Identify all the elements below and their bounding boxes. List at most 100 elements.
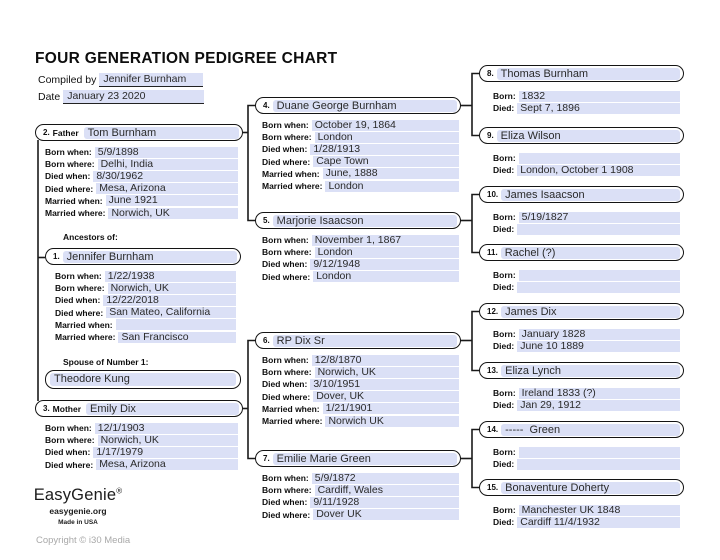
person-number: 3. [43, 404, 50, 413]
field-value-input[interactable]: 1/28/1913 [310, 143, 459, 155]
field-value-input[interactable]: 8/30/1962 [93, 170, 238, 182]
field-label: Born where: [55, 283, 105, 294]
person-name-input[interactable]: Emily Dix [86, 402, 239, 415]
field-value-input[interactable]: Mesa, Arizona [96, 183, 238, 195]
field-value-input[interactable] [517, 281, 680, 293]
date-label: Date [38, 91, 61, 103]
field-value-input[interactable] [115, 319, 236, 331]
field-value-input[interactable]: June, 1888 [322, 168, 459, 180]
field-value-input[interactable]: Norwich, UK [108, 207, 238, 219]
person-number: 6. [263, 336, 270, 345]
field-value-input[interactable]: Mesa, Arizona [96, 459, 238, 471]
spouse-name-input[interactable]: Theodore Kung [50, 373, 236, 386]
person-name-input[interactable]: RP Dix Sr [272, 334, 457, 347]
field-value-input[interactable]: 3/10/1951 [310, 378, 459, 390]
field-row: Born:5/19/1827 [493, 211, 680, 223]
field-value-input[interactable]: Delhi, India [97, 158, 238, 170]
field-value-input[interactable]: 12/22/2018 [103, 294, 236, 306]
field-value-input[interactable]: Cape Town [313, 156, 459, 168]
field-row: Born where:Delhi, India [45, 158, 238, 170]
field-value-input[interactable]: June 10 1889 [517, 340, 680, 352]
field-value-input[interactable] [518, 269, 680, 281]
field-value-input[interactable]: 12/1/1903 [94, 422, 238, 434]
person-name-input[interactable]: James Isaacson [501, 188, 680, 201]
field-value-input[interactable]: 1/22/1938 [104, 270, 236, 282]
field-value-input[interactable]: 9/11/1928 [310, 496, 459, 508]
person-name-input[interactable]: ----- Green [501, 423, 680, 436]
field-value-input[interactable]: 5/19/1827 [518, 211, 680, 223]
field-row: Married where:London [262, 180, 459, 192]
field-label: Born where: [262, 132, 312, 143]
field-value-input[interactable]: Dover, UK [313, 391, 459, 403]
field-row: Born: [493, 446, 680, 458]
field-label: Married when: [55, 319, 113, 330]
field-value-input[interactable]: Norwich, UK [107, 282, 236, 294]
field-value-input[interactable]: London [314, 246, 459, 258]
field-row: Born where:London [262, 246, 459, 258]
field-row: Born: [493, 269, 680, 281]
person-name-input[interactable]: Bonaventure Doherty [501, 481, 680, 494]
person-title-bar: 5. Marjorie Isaacson [255, 212, 461, 229]
person-title-bar: 4. Duane George Burnham [255, 97, 461, 114]
field-label: Died when: [55, 295, 101, 306]
field-value-input[interactable]: 1/21/1901 [322, 403, 459, 415]
person-title-bar: 3. Mother Emily Dix [35, 400, 243, 417]
field-value-input[interactable]: 5/9/1898 [94, 146, 238, 158]
field-value-input[interactable] [518, 152, 680, 164]
field-value-input[interactable]: June 1921 [105, 195, 238, 207]
person-name-input[interactable]: Tom Burnham [83, 126, 239, 139]
field-value-input[interactable]: Cardiff 11/4/1932 [517, 516, 680, 528]
field-value-input[interactable]: January 1828 [518, 328, 680, 340]
field-value-input[interactable]: 12/8/1870 [311, 354, 459, 366]
person-title-bar: 7. Emilie Marie Green [255, 450, 461, 467]
field-value-input[interactable]: Dover UK [313, 509, 459, 521]
field-value-input[interactable]: London [313, 271, 459, 283]
field-label: Died: [493, 282, 515, 293]
field-value-input[interactable]: Manchester UK 1848 [518, 504, 680, 516]
field-value-input[interactable]: London [314, 131, 459, 143]
person-name-input[interactable]: Jennifer Burnham [62, 250, 237, 263]
person-title-bar: 14. ----- Green [479, 421, 684, 438]
field-value-input[interactable]: 1832 [518, 90, 680, 102]
date-input[interactable]: January 23 2020 [63, 90, 205, 104]
field-value-input[interactable]: Jan 29, 1912 [517, 399, 680, 411]
field-value-input[interactable]: Sept 7, 1896 [517, 102, 680, 114]
field-row: Born where:Norwich, UK [45, 434, 238, 446]
field-value-input[interactable]: London, October 1 1908 [517, 164, 680, 176]
easygenie-website: easygenie.org [49, 506, 107, 516]
person-name-input[interactable]: Marjorie Isaacson [272, 214, 457, 227]
person-name-input[interactable]: Duane George Burnham [272, 99, 457, 112]
field-value-input[interactable]: Norwich UK [325, 415, 459, 427]
field-value-input[interactable] [517, 223, 680, 235]
field-value-input[interactable]: 1/17/1979 [93, 446, 238, 458]
person-name-input[interactable]: Rachel (?) [500, 246, 680, 259]
person-name-input[interactable]: Emilie Marie Green [272, 452, 457, 465]
person-name-input[interactable]: Eliza Wilson [496, 129, 680, 142]
person-name-input[interactable]: Thomas Burnham [496, 67, 680, 80]
field-value-input[interactable] [518, 446, 680, 458]
field-value-input[interactable]: San Mateo, California [106, 307, 236, 319]
field-value-input[interactable]: Norwich, UK [314, 366, 459, 378]
field-value-input[interactable]: Ireland 1833 (?) [518, 387, 680, 399]
person-number: 10. [487, 190, 499, 199]
field-value-input[interactable]: Norwich, UK [97, 434, 238, 446]
field-label: Married where: [45, 208, 106, 219]
field-value-input[interactable] [517, 458, 680, 470]
field-label: Born: [493, 153, 516, 164]
person-title-bar: 2. Father Tom Burnham [35, 124, 243, 141]
person-name-input[interactable]: James Dix [501, 305, 680, 318]
field-value-input[interactable]: 9/12/1948 [310, 258, 459, 270]
person-role-label: Father [52, 127, 79, 138]
field-value-input[interactable]: London [325, 180, 459, 192]
field-value-input[interactable]: Cardiff, Wales [314, 484, 459, 496]
person-name-input[interactable]: Eliza Lynch [501, 364, 680, 377]
field-value-input[interactable]: October 19, 1864 [311, 119, 459, 131]
compiled-by-input[interactable]: Jennifer Burnham [99, 73, 204, 87]
field-value-input[interactable]: 5/9/1872 [311, 472, 459, 484]
field-value-input[interactable]: San Francisco [118, 331, 236, 343]
field-label: Born: [493, 447, 516, 458]
field-value-input[interactable]: November 1, 1867 [311, 234, 459, 246]
